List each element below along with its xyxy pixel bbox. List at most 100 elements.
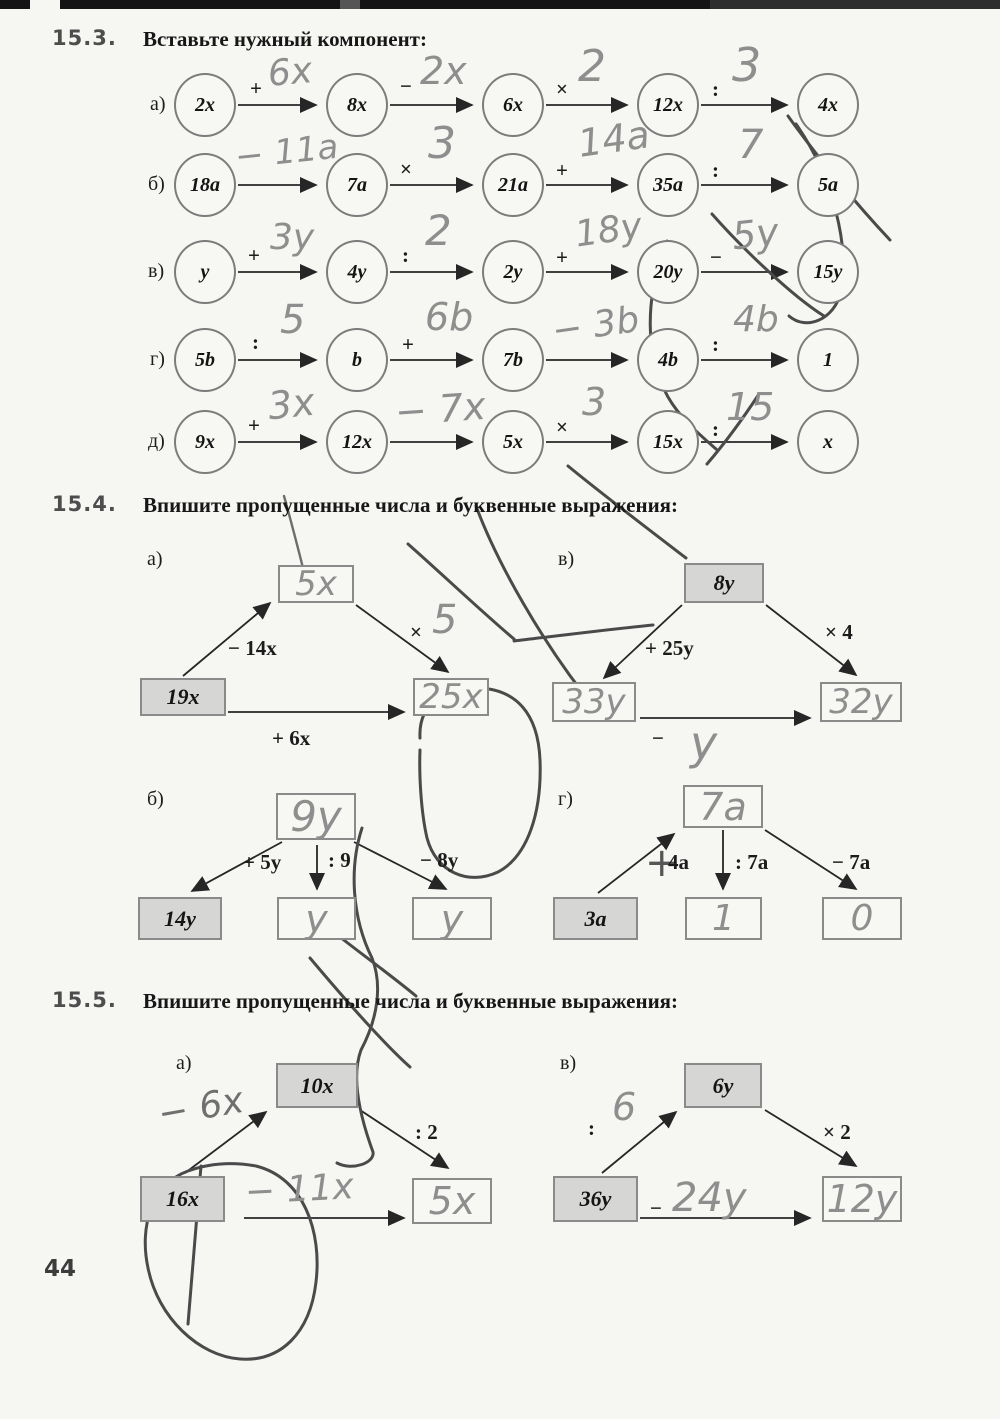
edge-label: : 2 xyxy=(415,1120,438,1144)
chain-node: b xyxy=(326,328,388,392)
printed-op: × xyxy=(556,77,568,101)
answer-box: 7a xyxy=(683,785,763,828)
answer-box: 9y xyxy=(276,793,356,840)
handwritten-answer: − 7x xyxy=(393,383,488,435)
printed-op: : xyxy=(712,417,719,441)
answer-box: 25x xyxy=(413,678,489,716)
handwritten-answer: 3 xyxy=(428,118,456,169)
edge-label: 4a xyxy=(668,850,689,874)
given-box: 10x xyxy=(276,1063,358,1108)
given-box: 6y xyxy=(684,1063,762,1108)
edge-label: × 4 xyxy=(825,620,853,644)
given-box: 14y xyxy=(138,897,222,940)
edge-label: − xyxy=(652,726,664,750)
answer-box: 32y xyxy=(820,682,902,722)
printed-op: + xyxy=(556,245,568,269)
handwritten-answer: − 11x xyxy=(243,1166,355,1213)
chain-node: 1 xyxy=(797,328,859,392)
ex153-number: 15.3. xyxy=(52,26,117,50)
handwritten-answer: 5 xyxy=(432,597,458,643)
answer-box: 1 xyxy=(685,897,762,940)
given-box: 16x xyxy=(140,1176,225,1222)
chain-node: x xyxy=(797,410,859,474)
chain-node: 12x xyxy=(326,410,388,474)
chain-node: 5x xyxy=(482,410,544,474)
diagram-label: а) xyxy=(176,1052,192,1074)
edge-label: + 25y xyxy=(645,636,694,660)
chain-node: 7b xyxy=(482,328,544,392)
handwritten-answer: 3 xyxy=(582,380,607,424)
diagram-arrows xyxy=(182,601,858,1227)
chain-node: 9x xyxy=(174,410,236,474)
handwritten-answer: 5 xyxy=(280,297,306,343)
chain-node: 18a xyxy=(174,153,236,217)
edge-label: + 5y xyxy=(243,850,282,874)
ex154-title: Впишите пропущенные числа и буквенные вы… xyxy=(143,493,679,517)
chain-node: 12x xyxy=(637,73,699,137)
chain-node: 15x xyxy=(637,410,699,474)
chain-node: 4b xyxy=(637,328,699,392)
row-label: д) xyxy=(148,430,165,452)
chain-node: 7a xyxy=(326,153,388,217)
answer-box: 33y xyxy=(552,682,636,722)
diagram-label: г) xyxy=(558,788,573,810)
edge-label: + 6x xyxy=(272,726,311,750)
chain-node: 8x xyxy=(326,73,388,137)
handwritten-answer: 4b xyxy=(733,299,779,340)
chain-node: 6x xyxy=(482,73,544,137)
chain-node: 5b xyxy=(174,328,236,392)
printed-op: − xyxy=(710,245,722,269)
chain-node: 4y xyxy=(326,240,388,304)
page-number: 44 xyxy=(44,1256,77,1282)
chain-node: 21a xyxy=(482,153,544,217)
edge-label: : 9 xyxy=(328,848,351,872)
row-label: г) xyxy=(150,348,165,370)
ex154-number: 15.4. xyxy=(52,492,117,516)
handwritten-answer: 5y xyxy=(729,209,781,259)
edge-label: : xyxy=(588,1116,595,1140)
chain-node: y xyxy=(174,240,236,304)
edge-label: : 7a xyxy=(735,850,769,874)
printed-op: − xyxy=(400,74,412,98)
answer-box: y xyxy=(277,897,356,940)
answer-box: 5x xyxy=(412,1178,492,1224)
handwritten-answer: 2 xyxy=(578,41,606,92)
edge-label: − 8y xyxy=(420,848,459,872)
edge-label: − 7a xyxy=(832,850,871,874)
edge-label: − xyxy=(650,1196,662,1220)
printed-op: : xyxy=(252,330,259,354)
handwritten-answer: 6 xyxy=(612,1085,637,1129)
answer-box: 12y xyxy=(822,1176,902,1222)
chain-node: 35a xyxy=(637,153,699,217)
printed-op: + xyxy=(250,76,262,100)
row-label: в) xyxy=(148,260,165,282)
row-label: а) xyxy=(150,93,166,115)
diagram-label: в) xyxy=(560,1052,577,1074)
edge-label: − 14x xyxy=(228,636,277,660)
diagram-label: а) xyxy=(147,548,163,570)
chain-node: 20y xyxy=(637,240,699,304)
diagram-label: б) xyxy=(147,788,164,810)
handwritten-answer: 24y xyxy=(672,1175,747,1221)
printed-op: + xyxy=(248,413,260,437)
printed-op: × xyxy=(556,415,568,439)
answer-box: 0 xyxy=(822,897,902,940)
handwritten-answer: 2x xyxy=(420,49,467,93)
chain-node: 2x xyxy=(174,73,236,137)
handwritten-answer: y xyxy=(690,716,718,770)
scan-border xyxy=(0,0,1000,9)
handwritten-answer: + xyxy=(645,840,679,886)
diagram-label: в) xyxy=(558,548,575,570)
answer-box: y xyxy=(412,897,492,940)
handwritten-answer: 3x xyxy=(265,379,317,429)
handwritten-answer: 7 xyxy=(738,122,764,168)
given-box: 3a xyxy=(553,897,638,940)
handwritten-answer: 3y xyxy=(270,217,315,258)
handwritten-answer: 6x xyxy=(266,50,314,95)
chain-node: 2y xyxy=(482,240,544,304)
printed-op: : xyxy=(712,77,719,101)
printed-op: : xyxy=(712,332,719,356)
printed-op: + xyxy=(402,332,414,356)
printed-op: × xyxy=(400,157,412,181)
